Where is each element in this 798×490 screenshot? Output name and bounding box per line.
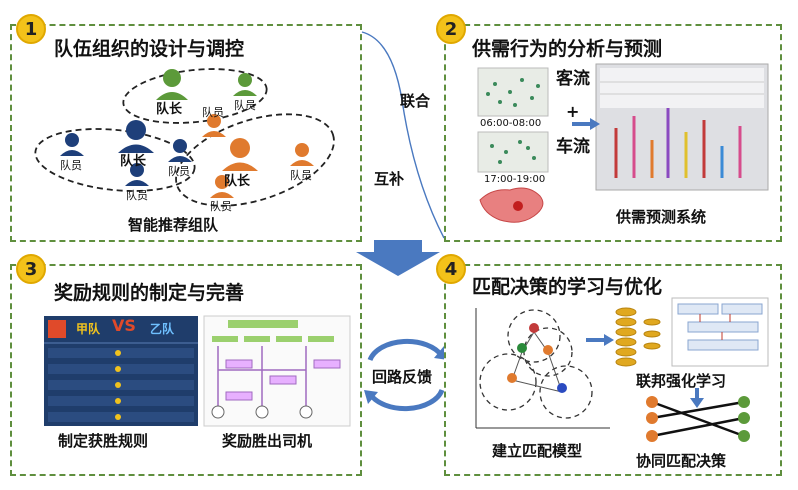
panel-team-organization bbox=[10, 24, 362, 242]
leader-icon-green bbox=[156, 69, 188, 100]
label-member: 队员 bbox=[202, 106, 224, 119]
driver-pin-icon bbox=[529, 323, 539, 333]
label-leader: 队长 bbox=[156, 102, 183, 117]
cluster-outline-green bbox=[122, 68, 268, 124]
member-icon-green bbox=[233, 73, 257, 96]
panel-title: 供需行为的分析与预测 bbox=[472, 38, 663, 60]
driver-pin-icon bbox=[557, 383, 567, 393]
member-icon-orange-1 bbox=[202, 114, 226, 137]
label-leader: 队长 bbox=[120, 154, 147, 169]
member-icon-orange-3 bbox=[210, 175, 234, 198]
pk-badge bbox=[48, 320, 66, 338]
map-evening bbox=[477, 131, 549, 173]
panel-number-badge: 3 bbox=[16, 254, 46, 284]
leader-icon-blue bbox=[118, 120, 154, 153]
arrow-down-icon bbox=[356, 240, 440, 276]
panel-number-badge: 1 bbox=[16, 14, 46, 44]
panel-number-badge: 4 bbox=[436, 254, 466, 284]
member-icon-blue-2 bbox=[168, 139, 192, 162]
caption-forecast-system: 供需预测系统 bbox=[616, 208, 707, 226]
reward-flowchart bbox=[203, 315, 351, 427]
passenger-icon bbox=[507, 373, 517, 383]
caption-smart-team: 智能推荐组队 bbox=[128, 216, 219, 234]
caption-win-rules: 制定获胜规则 bbox=[58, 432, 149, 450]
label-member: 队员 bbox=[126, 189, 148, 202]
label-member: 队员 bbox=[234, 99, 256, 112]
label-loop-feedback: 回路反馈 bbox=[372, 368, 433, 386]
panel-title: 匹配决策的学习与优化 bbox=[472, 276, 663, 298]
label-passenger-flow: 客流 bbox=[556, 69, 590, 89]
panel-number-badge: 2 bbox=[436, 14, 466, 44]
team-a-label: 甲队 bbox=[76, 322, 101, 336]
map-morning bbox=[477, 67, 549, 117]
leader-icon-orange bbox=[222, 138, 258, 171]
cluster-outline-orange bbox=[175, 113, 335, 207]
cluster-outline-blue bbox=[34, 128, 196, 192]
panel-title: 队伍组织的设计与调控 bbox=[54, 38, 245, 60]
link-curve bbox=[356, 31, 445, 276]
caption-reward-drivers: 奖励胜出司机 bbox=[222, 432, 313, 450]
panel-title: 奖励规则的制定与完善 bbox=[54, 282, 245, 304]
passenger-icon bbox=[543, 345, 553, 355]
vs-label: VS bbox=[112, 316, 136, 335]
team-score-rows bbox=[44, 315, 351, 427]
label-joint: 联合 bbox=[400, 92, 431, 110]
member-icon-blue-1 bbox=[60, 133, 84, 156]
team-clusters-diagram bbox=[34, 68, 335, 207]
label-complement: 互补 bbox=[374, 170, 405, 188]
driver-pin-icon bbox=[517, 343, 527, 353]
caption-cooperative-matching: 协同匹配决策 bbox=[636, 452, 727, 470]
team-b-label: 乙队 bbox=[150, 322, 175, 336]
label-vehicle-flow: 车流 bbox=[556, 137, 590, 157]
member-icon-blue-3 bbox=[125, 163, 149, 186]
label-member: 队员 bbox=[60, 159, 82, 172]
label-plus: + bbox=[566, 102, 580, 121]
time-label-morning: 06:00-08:00 bbox=[480, 118, 542, 129]
label-member: 队员 bbox=[210, 200, 232, 213]
database-stack-icon bbox=[615, 307, 661, 367]
matching-node-left bbox=[646, 396, 658, 442]
time-label-evening: 17:00-19:00 bbox=[484, 174, 546, 185]
flow-maps bbox=[477, 63, 769, 223]
matching-node-right bbox=[738, 396, 750, 442]
china-heatmap bbox=[479, 187, 544, 223]
label-leader: 队长 bbox=[224, 174, 251, 189]
member-icon-orange-2 bbox=[290, 143, 314, 166]
label-member: 队员 bbox=[290, 169, 312, 182]
caption-matching-model: 建立匹配模型 bbox=[492, 442, 583, 460]
caption-federated-rl: 联邦强化学习 bbox=[636, 372, 727, 390]
label-member: 队员 bbox=[168, 165, 190, 178]
